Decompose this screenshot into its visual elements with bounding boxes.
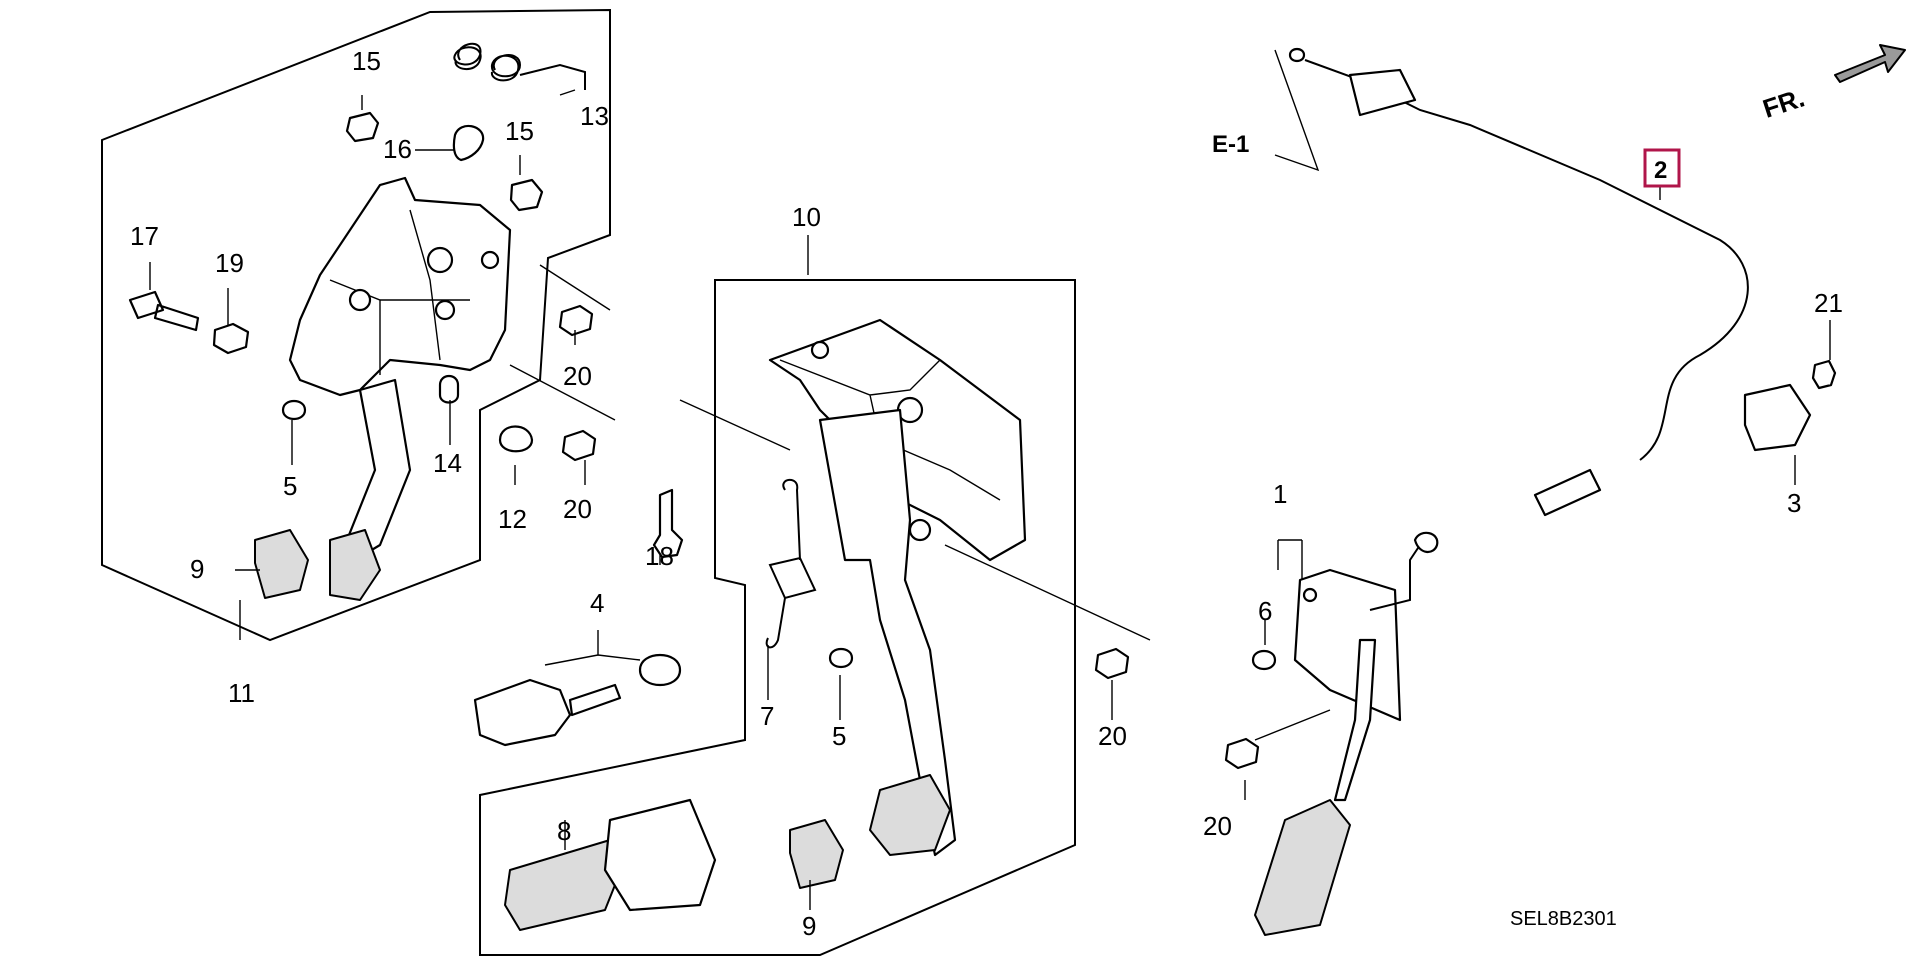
cable-bracket-3 [1743,383,1812,452]
pedal-pad-cover-8b [603,798,717,912]
front-label: FR. [1759,82,1808,123]
callout-19: 19 [215,248,244,278]
bolt-17 [128,290,200,332]
bushing-15a [345,111,380,143]
callout-2: 2 [1654,157,1667,184]
callout-7: 7 [760,701,774,731]
pedal-pad-9b [789,819,844,889]
accelerator-clip [1413,531,1439,553]
reference-e1: E-1 [1212,131,1249,158]
callout-3: 3 [1787,488,1801,518]
callout-20a: 20 [563,361,592,391]
spring-13 [453,42,586,90]
callout-10: 10 [792,202,821,232]
callout-17: 17 [130,221,159,251]
brake-pedal-pad [869,774,951,856]
accelerator-pedal-pad [1254,799,1351,936]
clutch-pedal-group [101,8,616,642]
callout-labels: 13 15 15 16 17 19 20 20 5 14 12 9 11 10 … [130,46,1843,941]
pedal-bracket [288,176,512,397]
washer-19 [212,322,250,355]
bushing-15b [509,178,544,212]
clip-16 [452,124,485,162]
group-10-boundary [479,279,1076,956]
return-spring-7 [765,478,817,649]
diagram-code: SEL8B2301 [1510,908,1617,930]
callout-5a: 5 [283,471,297,501]
clutch-pedal-pad [329,529,381,601]
throttle-cable [1304,59,1749,461]
front-direction-arrow [1834,44,1906,83]
cable-end-adjuster [1348,68,1417,117]
callout-15a: 15 [352,46,381,76]
accelerator-group [1224,531,1439,936]
callout-8: 8 [557,816,571,846]
callout-9b: 9 [802,911,816,941]
cable-end-tip [1288,47,1306,63]
accelerator-bracket [1293,568,1402,722]
stopper-6 [1251,649,1277,671]
callout-14: 14 [433,448,462,478]
callout-1: 1 [1273,479,1287,509]
callout-9a: 9 [190,554,204,584]
cable-end-fitting [1533,468,1602,517]
callout-15b: 15 [505,116,534,146]
callout-2-box [1643,148,1681,188]
bolt-21 [1811,359,1837,390]
accelerator-arm [1333,638,1377,802]
cap-12 [498,425,534,453]
brake-pedal-group [473,235,1151,956]
bolt-18 [652,488,684,559]
callout-11: 11 [228,678,255,708]
nut-20c [1094,647,1130,680]
callout-20c: 20 [1098,721,1127,751]
callout-13: 13 [580,101,609,131]
nut-20b [561,429,597,462]
callout-4: 4 [590,588,604,618]
stop-switch-4 [473,678,622,747]
callout-16: 16 [383,134,412,164]
bushing-14 [438,374,460,404]
callout-12: 12 [498,504,527,534]
throttle-cable-group [1274,44,1906,517]
nut-20a [558,304,594,337]
brake-pedal-arm [818,408,957,857]
callout-5b: 5 [832,721,846,751]
stopper-5a [281,399,307,421]
callout-18: 18 [645,541,674,571]
reference-zigzag [1274,49,1320,172]
callout-6: 6 [1258,596,1272,626]
pedal-pad-9a [254,529,309,599]
accelerator-link [1369,544,1421,611]
stopper-5b [828,647,854,669]
callout-20b: 20 [563,494,592,524]
nut-20d [1224,737,1260,770]
callout-20d: 20 [1203,811,1232,841]
switch-bushing-4 [638,654,682,686]
callout-21: 21 [1814,288,1843,318]
